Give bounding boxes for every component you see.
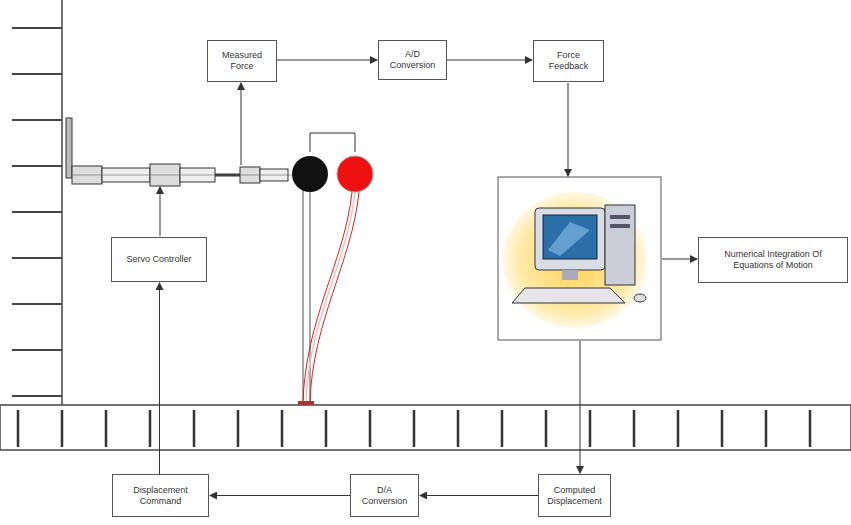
box-label: Displacement Command [117, 485, 204, 507]
process-box: D/A Conversion [350, 474, 419, 517]
flow-arrow [159, 283, 160, 474]
strong-floor [0, 405, 851, 450]
process-box: Force Feedback [533, 40, 604, 82]
box-label: D/A Conversion [355, 485, 414, 507]
flow-arrow [420, 495, 538, 496]
flow-arrow [210, 495, 350, 496]
process-box: Displacement Command [112, 474, 209, 517]
mass-initial [292, 156, 328, 192]
box-label: Servo Controller [126, 254, 191, 265]
process-box: Servo Controller [111, 237, 207, 282]
box-label: Numerical Integration Of Equations of Mo… [703, 249, 843, 271]
box-label: Force Feedback [538, 50, 599, 72]
box-label: Measured Force [212, 50, 272, 72]
flow-arrows [160, 83, 697, 473]
specimen-columns [303, 190, 359, 403]
actuator [66, 118, 292, 186]
box-label: A/D Conversion [383, 49, 442, 71]
process-box: Computed Displacement [538, 474, 611, 517]
displacement-bracket [310, 133, 355, 152]
process-box: Measured Force [207, 40, 277, 82]
flow-arrow [447, 60, 532, 61]
flow-arrow [277, 60, 377, 61]
computer-illustration [498, 177, 661, 340]
reaction-wall [12, 0, 62, 405]
box-label: Computed Displacement [543, 485, 606, 507]
process-box: A/D Conversion [378, 40, 447, 80]
process-box: Numerical Integration Of Equations of Mo… [698, 237, 848, 283]
mass-displaced [337, 156, 373, 192]
column-base [298, 401, 314, 405]
